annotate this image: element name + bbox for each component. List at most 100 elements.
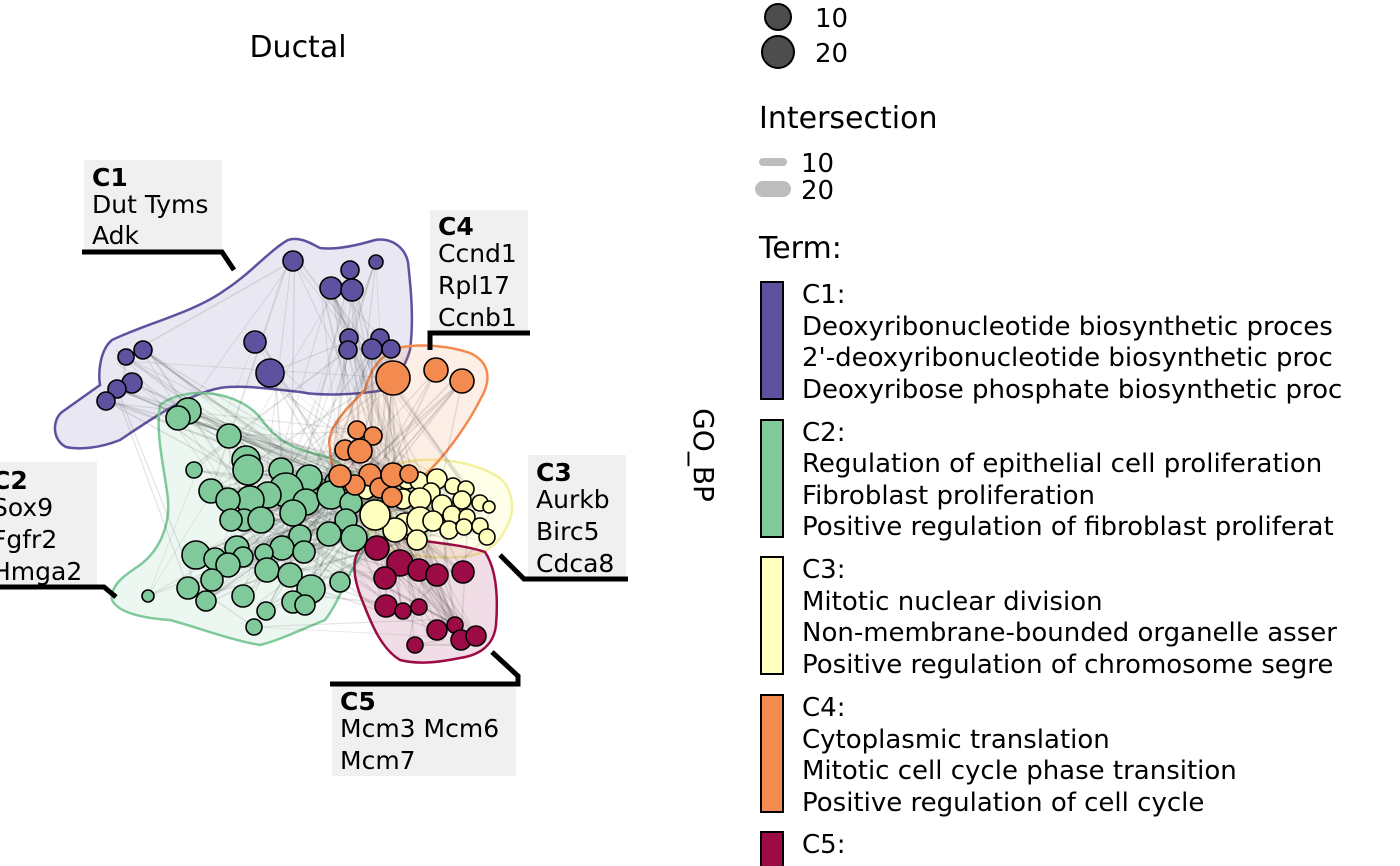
network-node-c4 <box>399 464 419 484</box>
network-edge <box>201 512 294 555</box>
network-edge <box>269 372 336 485</box>
network-edge <box>269 372 374 489</box>
network-edge <box>379 337 396 462</box>
network-node-c2 <box>256 601 276 621</box>
network-node-c4 <box>363 426 383 446</box>
side-label: GO_BP <box>687 408 720 502</box>
network-node-c1 <box>255 358 285 388</box>
network-node-c2 <box>185 461 203 479</box>
network-edge <box>178 260 294 419</box>
term-c3-line2: Non-membrane-bounded organelle asser <box>802 618 1337 648</box>
network-edge <box>269 372 352 478</box>
term-header-c4: C4: <box>802 693 845 723</box>
leader-line-c3 <box>498 553 628 582</box>
network-node-c1 <box>117 348 135 366</box>
term-c1-line3: Deoxyribose phosphate biosynthetic proc <box>802 375 1342 405</box>
network-edge <box>304 257 377 503</box>
label-box-c1 <box>84 160 222 252</box>
network-edge <box>210 256 291 492</box>
network-edge <box>394 529 429 639</box>
cluster-label-c3: C3 Aurkb Birc5 Cdca8 <box>498 455 628 582</box>
label-genes-c5-line2: Mcm7 <box>340 746 416 775</box>
term-c1-line2: 2'-deoxyribonucleotide biosynthetic proc <box>802 343 1333 373</box>
network-edge <box>349 269 390 465</box>
network-node-c2 <box>254 557 280 583</box>
network-node-c1 <box>107 379 127 399</box>
label-box-c4 <box>430 210 528 333</box>
cluster-label-c2: C2 Sox9 Fgfr2 Hmga2 <box>0 462 118 599</box>
network-node-c2 <box>279 499 307 527</box>
network-node-c3 <box>359 499 391 531</box>
term-header-c3: C3: <box>802 555 845 585</box>
network-node-c1 <box>96 391 116 411</box>
network-node-c2 <box>216 423 242 449</box>
network-edge <box>274 377 394 477</box>
network-edge <box>105 400 401 478</box>
network-node-c3 <box>406 529 428 551</box>
label-genes-c4-line3: Ccnb1 <box>438 303 517 332</box>
network-node-c1 <box>133 340 153 360</box>
label-genes-c3-line3: Cdca8 <box>536 549 614 578</box>
network-edge <box>260 261 292 521</box>
network-node-c5 <box>451 560 475 584</box>
network-edge <box>326 348 373 479</box>
intersection-legend: Intersection 10 20 <box>755 101 937 206</box>
label-genes-c3-line1: Aurkb <box>536 485 610 514</box>
network-node-c5 <box>373 566 397 590</box>
label-genes-c2-line3: Hmga2 <box>0 557 82 586</box>
network-edge <box>383 380 463 473</box>
network-node-c5 <box>406 636 424 654</box>
network-node-c2 <box>294 594 316 616</box>
term-header-c2: C2: <box>802 418 845 448</box>
network-edge <box>361 380 463 480</box>
leader-line-c1 <box>82 249 237 272</box>
label-title-c2: C2 <box>0 466 28 495</box>
network-node-c1 <box>368 254 384 270</box>
leader-line-c5 <box>330 650 521 687</box>
label-genes-c4-line1: Ccnd1 <box>438 239 517 268</box>
network-node-c1 <box>381 339 401 359</box>
term-key-c4 <box>760 694 784 813</box>
plot-title: Ductal <box>249 30 346 65</box>
network-edge <box>177 417 368 473</box>
network-node-c2 <box>215 487 241 513</box>
term-c2-line3: Positive regulation of fibroblast prolif… <box>802 512 1334 542</box>
label-genes-c1-line2: Adk <box>92 221 140 250</box>
network-edge <box>187 410 352 476</box>
network-node-c5 <box>425 563 449 587</box>
label-genes-c1-line1: Dut Tyms <box>92 190 208 219</box>
network-node-c2 <box>245 618 263 636</box>
network-node-c3 <box>439 520 459 540</box>
term-c2-line2: Fibroblast proliferation <box>802 481 1095 511</box>
size-legend-label-large: 20 <box>815 39 848 69</box>
network-edge <box>147 472 197 597</box>
network-node-c2 <box>176 576 200 600</box>
term-header-c1: C1: <box>802 280 845 310</box>
network-node-c5 <box>410 598 428 616</box>
network-edge <box>113 387 189 589</box>
network-node-c2 <box>316 521 342 547</box>
size-legend-key-small <box>764 3 792 31</box>
network-edge <box>253 618 453 628</box>
network-node-c2 <box>195 590 217 612</box>
term-header-c5: C5: <box>802 830 845 860</box>
network-edge <box>107 402 358 431</box>
network-node-c3 <box>382 517 408 543</box>
network-edge <box>147 288 338 597</box>
network-edge <box>190 349 349 470</box>
network-node-c2 <box>340 524 368 552</box>
leader-line-c2 <box>0 584 118 599</box>
network-node-c2 <box>232 454 264 486</box>
network-node-c1 <box>340 278 364 302</box>
network-edge <box>125 391 394 476</box>
intersection-legend-label-large: 20 <box>801 176 834 206</box>
network-edge <box>142 349 324 484</box>
network-node-c2 <box>247 506 275 534</box>
network-node-c4 <box>381 486 403 508</box>
network-node-c3 <box>455 518 473 536</box>
term-key-c1 <box>760 281 784 400</box>
term-key-c5 <box>760 831 784 866</box>
term-c4-line3: Positive regulation of cell cycle <box>802 788 1204 818</box>
label-title-c3: C3 <box>536 458 572 487</box>
network-node-c2 <box>269 535 295 561</box>
